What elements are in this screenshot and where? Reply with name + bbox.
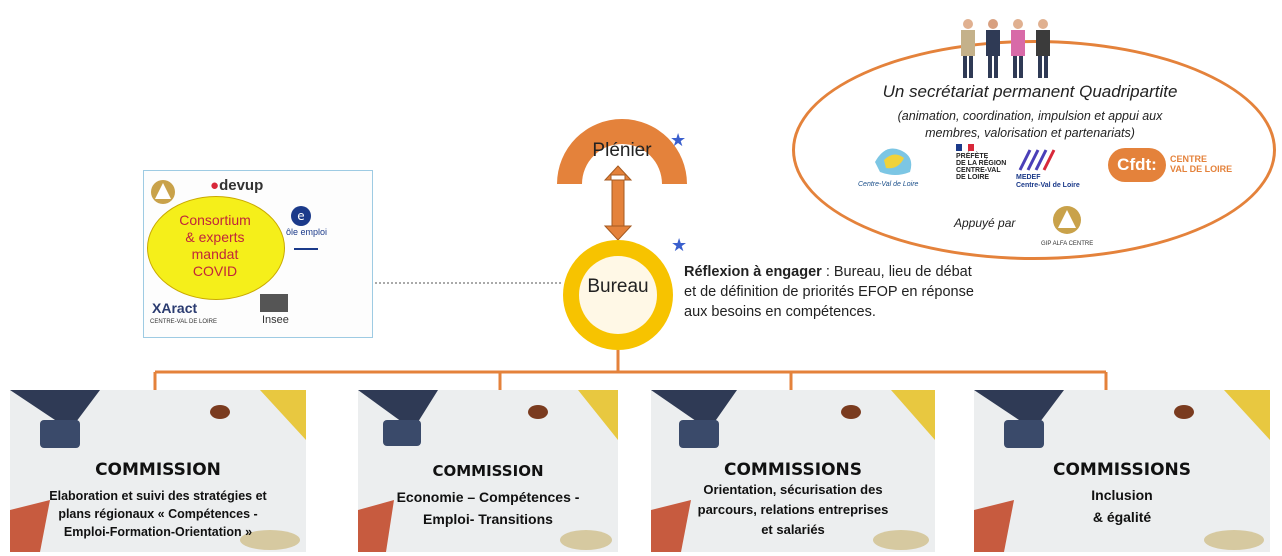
aract-logo: XAract	[152, 300, 198, 316]
commission-body: Economie – Compétences - Emploi- Transit…	[396, 489, 580, 527]
insee-logo-icon	[260, 294, 288, 312]
consortium-ellipse	[147, 196, 285, 300]
consortium-text: Consortium & experts mandat COVID	[179, 212, 251, 279]
prefete-logo: PRÉFÈTE DE LA RÉGION CENTRE-VAL DE LOIRE	[956, 153, 1007, 181]
commission-body: Orientation, sécurisation des parcours, …	[697, 482, 889, 537]
commission-card-1: COMMISSION Elaboration et suivi des stra…	[10, 390, 306, 552]
devup-logo: ●devup	[210, 177, 264, 194]
secretariat-title: Un secrétariat permanent Quadripartite	[882, 82, 1178, 101]
star-icon: ★	[671, 235, 688, 255]
commission-card-3: COMMISSIONS Orientation, sécurisation de…	[651, 390, 935, 552]
appuye-par: Appuyé par	[954, 216, 1016, 230]
commission-title: COMMISSION	[95, 460, 221, 480]
cfdt-logo: Cfdt:	[1108, 148, 1166, 182]
secretariat-ellipse	[792, 40, 1276, 260]
prefecture-logo-icon	[294, 248, 318, 268]
commission-card-2: COMMISSION Economie – Compétences - Empl…	[358, 390, 618, 552]
people-icon	[961, 19, 1050, 78]
region-logo-text: Centre-Val de Loire	[858, 181, 919, 188]
secretariat-subtitle: (animation, coordination, impulsion et a…	[897, 109, 1163, 140]
plenier-arc	[557, 119, 687, 184]
logo-alfa-icon	[151, 180, 175, 204]
reflexion-body: : Bureau, lieu de débat et de définition…	[684, 264, 974, 320]
commission-card-4: COMMISSIONS Inclusion & égalité	[974, 390, 1270, 552]
commission-body: Elaboration et suivi des stratégies et p…	[49, 489, 267, 539]
office-desk-image	[974, 390, 1270, 552]
pole-emploi-text: ôle emploi	[286, 227, 328, 237]
reflexion-bold: Réflexion à engager	[684, 264, 822, 280]
commission-title: COMMISSION	[432, 462, 544, 480]
commission-title: COMMISSIONS	[1052, 460, 1192, 480]
region-logo-icon	[875, 148, 912, 175]
pole-emploi-logo-icon: e	[291, 206, 311, 226]
plenier-label: Plénier	[592, 140, 652, 161]
reflexion-text: Réflexion à engager : Bureau, lieu de dé…	[684, 262, 984, 322]
bureau-circle	[563, 240, 673, 350]
commission-title: COMMISSIONS	[723, 460, 863, 480]
medef-logo-icon	[1018, 149, 1056, 171]
svg-text:e: e	[297, 209, 304, 223]
commission-body: Inclusion & égalité	[1091, 487, 1153, 525]
office-desk-image	[358, 390, 618, 552]
bureau-label: Bureau	[587, 276, 649, 297]
aract-sub: CENTRE-VAL DE LOIRE	[150, 319, 218, 325]
medef-logo-text: MEDEF Centre-Val de Loire	[1016, 174, 1080, 189]
office-desk-image	[651, 390, 935, 552]
marianne-flag-icon	[956, 144, 974, 151]
insee-text: Insee	[262, 314, 289, 326]
gip-logo-text: GIP ALFA CENTRE	[1041, 241, 1094, 247]
gip-logo-icon	[1053, 206, 1081, 234]
double-arrow-icon	[603, 165, 633, 241]
cfdt-sub: CENTRE VAL DE LOIRE	[1170, 154, 1233, 174]
office-desk-image	[10, 390, 306, 552]
star-icon: ★	[670, 130, 687, 150]
